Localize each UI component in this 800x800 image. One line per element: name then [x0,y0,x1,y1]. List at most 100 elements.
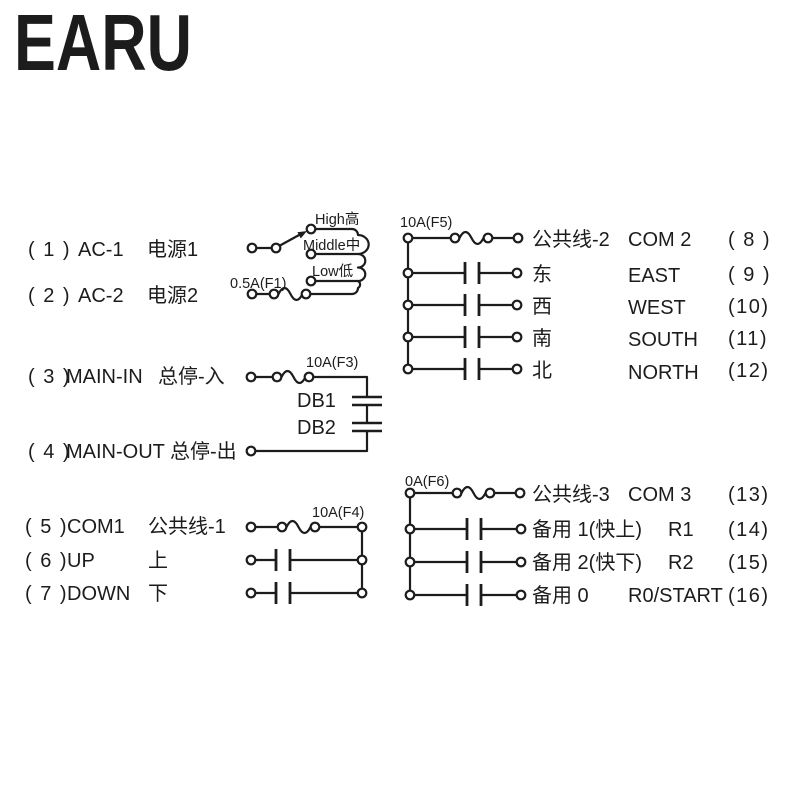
fuse-f3: 10A(F3) [245,355,358,385]
terminal-label-cn: 公共线-2 [532,228,610,251]
terminal-label-en: WEST [628,297,686,319]
terminal-label-cn: 备用 0 [532,584,589,607]
terminal-circle [514,487,526,499]
terminal-label-cn: 东 [532,263,552,286]
terminal-number: (16) [728,585,770,607]
direction-section: 10A(F5) [400,215,771,384]
wire [254,429,369,453]
terminal-label-en: COM1 [67,516,125,538]
terminal-label-en: SOUTH [628,329,698,351]
junction-circle [402,363,414,375]
terminal-label-en: COM 3 [628,484,691,506]
terminal-circle [276,521,288,533]
terminal-label-cn: 备用 1(快上) [532,518,642,541]
terminal-label-en: MAIN-IN [66,366,143,388]
contact-label-db1: DB1 [297,390,336,412]
terminal-circle [515,523,527,535]
terminal-circle [482,232,494,244]
terminal-number: ( 7 ) [25,583,68,605]
junction-circle [402,267,414,279]
terminal-circle [511,363,523,375]
terminal-number: (10) [728,296,770,318]
terminal-circle [246,242,258,254]
fuse-f4: 10A(F4) [245,505,364,535]
terminal-circle [246,288,258,300]
terminal-number: ( 9 ) [728,264,771,286]
tap-circle-low [305,275,317,287]
terminal-number: ( 4 ) [28,441,71,463]
terminal-label-en: EAST [628,265,680,287]
contact-south [411,326,523,348]
relay-contacts-db: DB1 DB2 [245,375,382,457]
contact-up [245,549,359,571]
contact-down [245,582,359,604]
terminal-label-en: AC-1 [78,239,124,261]
power-select-section: ( 1 ) AC-1 电源1 ( 2 ) AC-2 电源2 High高 Midd… [28,211,370,307]
fuse-wave [458,230,485,246]
terminal-circle [245,554,257,566]
terminal-label-cn: 公共线-1 [148,515,226,538]
terminal-number: ( 3 ) [28,366,71,388]
terminal-label-en: UP [67,550,95,572]
terminal-number: (13) [728,484,770,506]
junction-circle [402,299,414,311]
terminal-number: ( 5 ) [25,516,68,538]
fuse-f6: 0A(F6) [405,474,526,501]
terminal-label-en: COM 2 [628,229,691,251]
terminal-label-en: R1 [668,519,694,541]
contact-west [411,294,523,316]
terminal-label-cn: 备用 2(快下) [532,551,642,574]
fuse-rating-label: 0A(F6) [405,474,449,490]
fuse-rating-label: 10A(F3) [306,355,358,371]
terminal-circle [271,371,283,383]
fuse-wave [460,485,487,501]
terminal-label-en: MAIN-OUT [66,441,165,463]
terminal-circle [270,242,282,254]
terminal-number: (15) [728,552,770,574]
terminal-circle [245,587,257,599]
terminal-label-cn: 下 [148,583,168,605]
junction-circle [356,554,368,566]
terminal-label-cn: 公共线-3 [532,483,610,506]
updown-section: ( 5 ) COM1 公共线-1 ( 6 ) UP 上 ( 7 ) DOWN 下… [25,505,368,605]
terminal-circle [300,288,312,300]
terminal-circle [515,589,527,601]
fuse-f5: 10A(F5) [400,215,524,246]
fuse-wave [285,519,312,535]
terminal-label-cn: 南 [532,327,552,350]
junction-circle [402,232,414,244]
coil-winding [308,227,370,296]
contact-r1 [413,518,527,540]
terminal-number: (11) [728,328,768,350]
contact-label-db2: DB2 [297,417,336,439]
terminal-number: (12) [728,360,770,382]
terminal-circle [309,521,321,533]
tap-circle-high [305,223,317,235]
contact-east [411,262,523,284]
contact-r2 [413,551,527,573]
terminal-label-cn: 电源1 [147,238,198,261]
junction-circle [404,589,416,601]
terminal-label-cn: 总停-出 [170,440,237,463]
terminal-circle [303,371,315,383]
terminal-label-en: DOWN [67,583,130,605]
wire [312,375,369,399]
tap-circle-middle [305,248,317,260]
terminal-circle [512,232,524,244]
brand-logo: EARU [14,0,192,87]
aux-section: 0A(F6) [404,474,770,607]
terminal-circle [511,267,523,279]
terminal-circle [245,521,257,533]
terminal-circle [451,487,463,499]
terminal-label-en: R2 [668,552,694,574]
tap-label-middle: Middle中 [303,237,360,254]
terminal-circle [511,299,523,311]
terminal-label-en: R0/START [628,585,723,607]
tap-label-low: Low低 [312,263,354,280]
terminal-circle [268,288,280,300]
fuse-rating-label: 10A(F5) [400,215,452,231]
terminal-label-cn: 北 [532,359,552,382]
terminal-label-cn: 上 [148,549,168,572]
terminal-circle [245,445,257,457]
